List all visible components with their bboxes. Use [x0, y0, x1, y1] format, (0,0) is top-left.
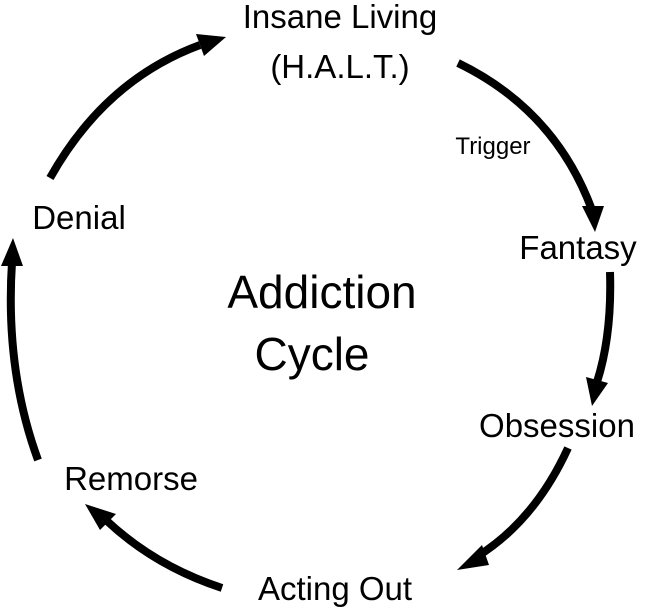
arrow-head-remorse [85, 504, 116, 530]
stage-acting-out: Acting Out [258, 570, 412, 607]
arrow-head-fantasy [582, 206, 604, 232]
stage-obsession: Obsession [479, 407, 635, 444]
cycle-arrows [1, 34, 615, 592]
edge-label-trigger: Trigger [455, 133, 530, 160]
arrow-head-denial [1, 238, 23, 266]
arrow-head-obsession [586, 377, 608, 406]
arrow-denial-to-insane-living [46, 41, 202, 180]
arrow-head-acting-out [457, 545, 489, 570]
center-title-line2: Cycle [254, 328, 369, 380]
stage-fantasy: Fantasy [519, 229, 637, 266]
stage-denial: Denial [32, 199, 126, 236]
arrow-head-insane-living [196, 34, 226, 56]
stage-remorse: Remorse [64, 460, 198, 497]
arrow-insane-living-to-fantasy [456, 59, 596, 212]
stage-insane-living-line1: Insane Living [243, 0, 437, 35]
center-title-line1: Addiction [227, 266, 416, 318]
arrow-acting-out-to-remorse [104, 518, 224, 592]
stage-labels: Insane Living (H.A.L.T.) Fantasy Obsessi… [32, 0, 637, 607]
arrow-obsession-to-acting-out [475, 446, 572, 560]
arrow-fantasy-to-obsession [593, 271, 615, 384]
stage-insane-living-line2: (H.A.L.T.) [270, 48, 409, 85]
center-title: Addiction Cycle [227, 266, 416, 380]
arrow-remorse-to-denial [6, 261, 42, 462]
